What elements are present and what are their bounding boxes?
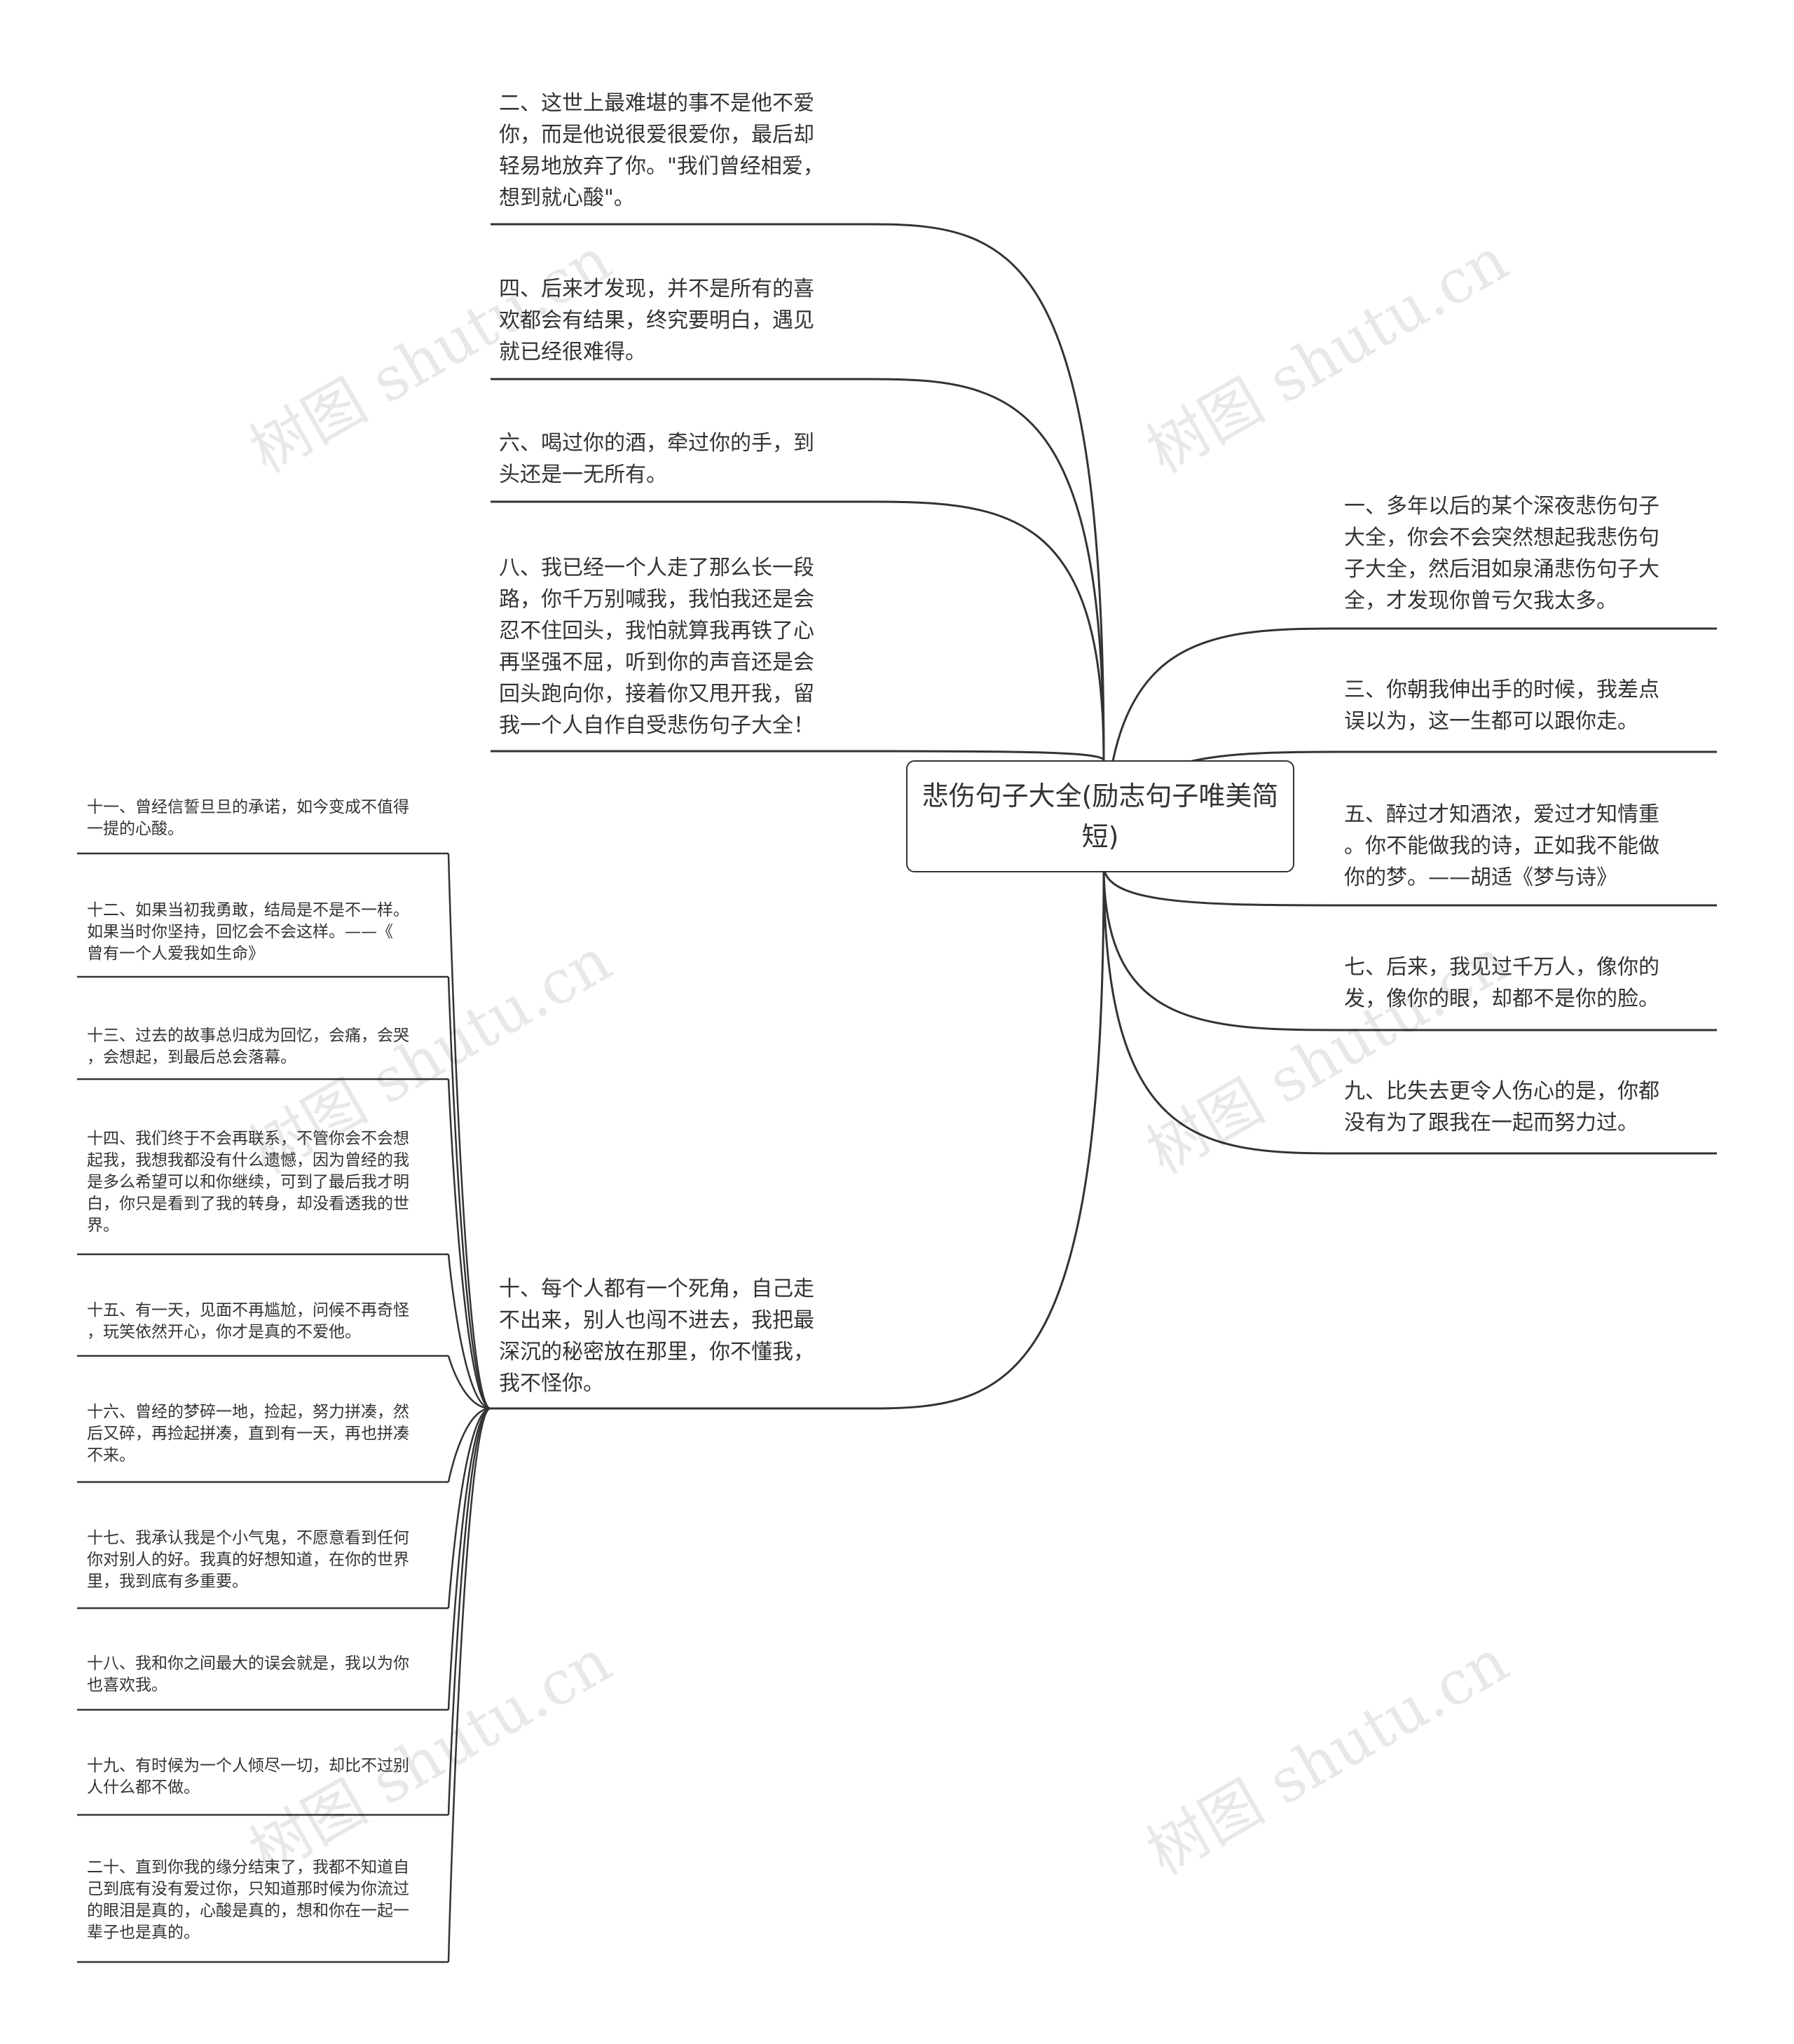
left-branch-6[interactable]: 六、喝过你的酒，牵过你的手，到 头还是一无所有。 bbox=[499, 431, 814, 487]
sub-branch-18[interactable]: 十八、我和你之间最大的误会就是，我以为你 也喜欢我。 bbox=[87, 1654, 409, 1694]
left-branch-8[interactable]: 八、我已经一个人走了那么长一段 路，你千万别喊我，我怕我还是会 忍不住回头，我怕… bbox=[499, 556, 814, 738]
sub-branch-20[interactable]: 二十、直到你我的缘分结束了，我都不知道自 己到底有没有爱过你，只知道那时候为你流… bbox=[87, 1858, 409, 1942]
left-branch-connector-4 bbox=[872, 750, 1105, 761]
root-topic[interactable]: 悲伤句子大全(励志句子唯美简短) bbox=[906, 760, 1294, 872]
sub-branch-16[interactable]: 十六、曾经的梦碎一地，捡起，努力拼凑，然 后又碎，再捡起拼凑，直到有一天，再也拼… bbox=[87, 1403, 409, 1465]
left-branch-connector-2 bbox=[872, 378, 1105, 761]
sub-branch-connector-9 bbox=[447, 1407, 491, 1816]
sub-branch-connector-7 bbox=[447, 1407, 491, 1609]
left-branch-10[interactable]: 十、每个人都有一个死角，自己走 不出来，别人也闯不进去，我把最 深沉的秘密放在那… bbox=[499, 1277, 814, 1396]
sub-branch-connector-6 bbox=[447, 1407, 491, 1483]
right-branch-7[interactable]: 七、后来，我见过千万人，像你的 发，像你的眼，却都不是你的脸。 bbox=[1344, 955, 1659, 1011]
right-branch-9[interactable]: 九、比失去更令人伤心的是，你都 没有为了跟我在一起而努力过。 bbox=[1344, 1079, 1659, 1135]
sub-branch-connector-4 bbox=[447, 1254, 491, 1410]
left-branch-connector-1 bbox=[872, 223, 1105, 761]
right-branch-connector-3 bbox=[1102, 865, 1336, 907]
right-branch-1[interactable]: 一、多年以后的某个深夜悲伤句子 大全，你会不会突然想起我悲伤句 子大全，然后泪如… bbox=[1344, 494, 1659, 613]
right-branch-5[interactable]: 五、醉过才知酒浓，爱过才知情重 。你不能做我的诗，正如我不能做 你的梦。——胡适… bbox=[1344, 802, 1659, 890]
sub-branch-connector-10 bbox=[447, 1407, 491, 1963]
sub-branch-17[interactable]: 十七、我承认我是个小气鬼，不愿意看到任何 你对别人的好。我真的好想知道，在你的世… bbox=[87, 1529, 409, 1591]
sub-branch-15[interactable]: 十五、有一天，见面不再尴尬，问候不再奇怪 ，玩笑依然开心，你才是真的不爱他。 bbox=[87, 1301, 409, 1341]
right-branch-connector-4 bbox=[1102, 865, 1336, 1031]
left-branch-connector-3 bbox=[872, 500, 1105, 761]
sub-branch-12[interactable]: 十二、如果当初我勇敢，结局是不是不一样。 如果当时你坚持，回忆会不会这样。——《… bbox=[87, 901, 409, 963]
sub-branch-connector-2 bbox=[447, 976, 491, 1410]
sub-branch-13[interactable]: 十三、过去的故事总归成为回忆，会痛，会哭 ，会想起，到最后总会落幕。 bbox=[87, 1027, 409, 1066]
sub-branch-connector-8 bbox=[447, 1407, 491, 1710]
right-branch-connector-5 bbox=[1102, 865, 1336, 1155]
right-branch-3[interactable]: 三、你朝我伸出手的时候，我差点 误以为，这一生都可以跟你走。 bbox=[1344, 678, 1659, 734]
left-branch-2[interactable]: 二、这世上最难堪的事不是他不爱 你，而是他说很爱很爱你，最后却 轻易地放弃了你。… bbox=[499, 91, 824, 210]
sub-branch-connector-1 bbox=[447, 853, 491, 1410]
left-branch-4[interactable]: 四、后来才发现，并不是所有的喜 欢都会有结果，终究要明白，遇见 就已经很难得。 bbox=[499, 277, 814, 364]
left-branch-connector-5 bbox=[872, 872, 1105, 1410]
sub-branch-19[interactable]: 十九、有时候为一个人倾尽一切，却比不过别 人什么都不做。 bbox=[87, 1757, 409, 1797]
sub-branch-11[interactable]: 十一、曾经信誓旦旦的承诺，如今变成不值得 一提的心酸。 bbox=[87, 798, 409, 838]
sub-branch-connector-3 bbox=[447, 1078, 491, 1410]
sub-branch-14[interactable]: 十四、我们终于不会再联系，不管你会不会想 起我，我想我都没有什么遗憾，因为曾经的… bbox=[87, 1130, 409, 1235]
sub-branch-connector-5 bbox=[447, 1355, 491, 1410]
